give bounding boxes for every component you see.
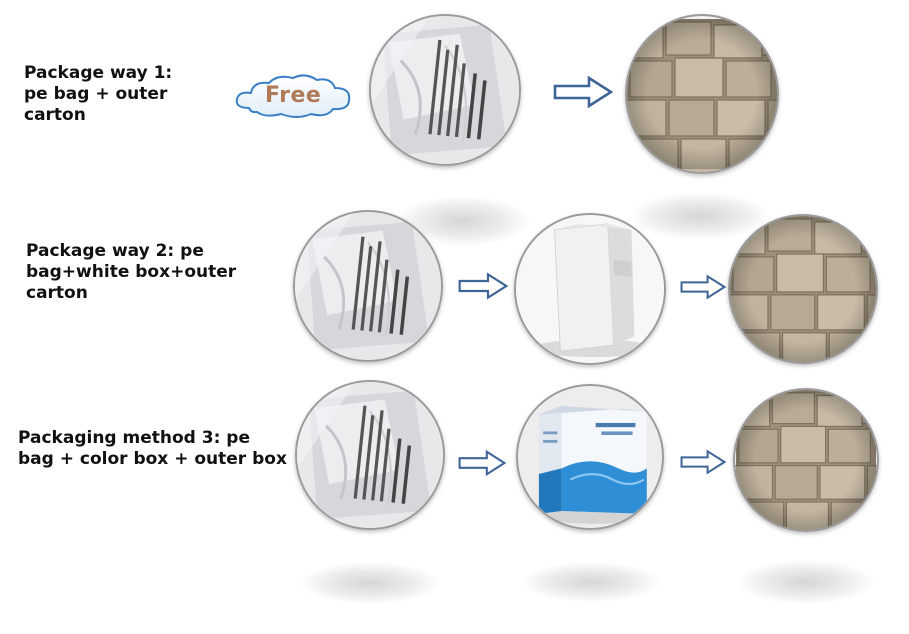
color-box-reflection [522, 562, 660, 602]
carton-reflection [630, 192, 770, 240]
white-box-image [514, 213, 666, 365]
carton-reflection [738, 560, 874, 604]
right-arrow-icon [458, 272, 508, 300]
pe-bag-image [293, 210, 443, 362]
color-box-image [516, 384, 664, 530]
row1-label: Package way 1: pe bag + outer carton [24, 63, 173, 125]
free-badge-text: Free [265, 83, 322, 108]
pe-bag-image [295, 380, 445, 530]
row3-label: Packaging method 3: pe bag + color box +… [18, 428, 287, 469]
right-arrow-icon [680, 274, 726, 300]
pe-bag-image [369, 14, 521, 166]
outer-carton-image [625, 14, 779, 174]
right-arrow-icon [553, 76, 613, 108]
right-arrow-icon [680, 449, 726, 475]
outer-carton-image [733, 388, 879, 532]
cloud-icon [231, 72, 355, 122]
right-arrow-icon [458, 449, 506, 477]
bag-reflection [300, 562, 440, 604]
outer-carton-image [728, 214, 878, 364]
row2-label: Package way 2: pe bag+white box+outer ca… [26, 241, 237, 303]
